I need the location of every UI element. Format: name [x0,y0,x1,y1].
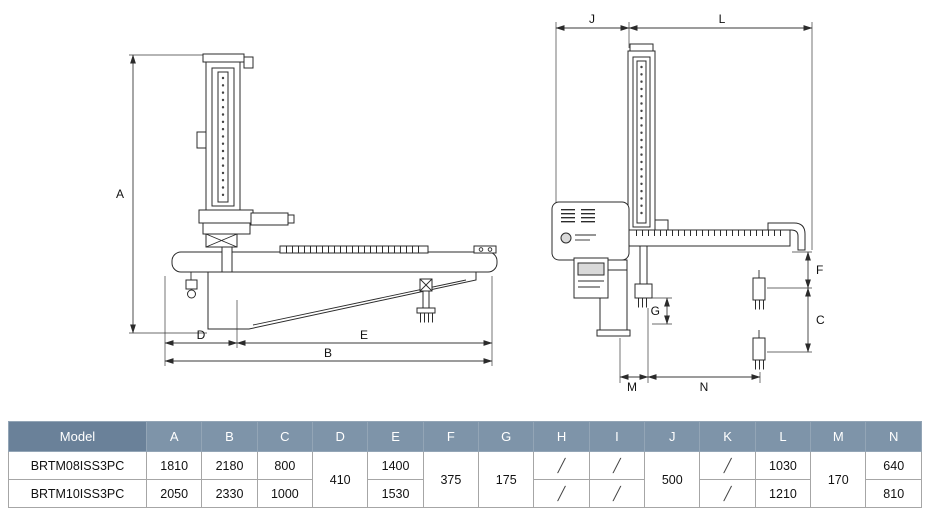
cell-r1-e: 1400 [367,451,424,480]
technical-drawing: A [116,12,825,394]
col-header-h: H [533,421,590,452]
cell-r2-c: 1000 [256,479,314,508]
col-header-g: G [478,421,535,452]
cell-r1-model: BRTM08ISS3PC [8,451,147,480]
cell-r1-k-na: ╱ [699,451,756,480]
dim-line-a: A [116,54,207,334]
col-header-l: L [754,421,812,452]
spec-table-container: Model A B C D E F G H I J K L M N [8,421,922,508]
col-header-f: F [422,421,480,452]
dim-label-e: E [360,328,368,342]
dim-label-b: B [324,346,332,360]
cell-r2-h-na: ╱ [533,479,590,508]
col-header-c: C [256,421,314,452]
cell-merged-g: 175 [478,451,535,508]
left-view: A [116,53,498,366]
cell-merged-m: 170 [810,451,867,508]
dim-label-g: G [651,304,660,318]
cell-r2-e: 1530 [367,479,424,508]
dim-label-n: N [700,380,709,394]
dim-label-c: C [816,313,825,327]
cell-r2-i-na: ╱ [588,479,646,508]
col-header-n: N [865,421,922,452]
dim-label-l: L [719,12,726,26]
cell-r2-k-na: ╱ [699,479,756,508]
cell-r1-a: 1810 [145,451,203,480]
cell-r1-h-na: ╱ [533,451,590,480]
cell-r1-l: 1030 [754,451,812,480]
col-header-model: Model [8,421,147,452]
dim-label-d: D [197,328,206,342]
dim-label-j: J [589,12,595,26]
col-header-d: D [312,421,369,452]
cell-r2-n: 810 [865,479,922,508]
header-row: Model A B C D E F G H I J K L M N [8,421,922,452]
cell-r2-b: 2330 [201,479,258,508]
cell-r1-c: 800 [256,451,314,480]
col-header-m: M [810,421,867,452]
cell-r2-l: 1210 [754,479,812,508]
dim-lines-d-e-b: D E B [164,276,493,366]
dim-label-a: A [116,187,124,201]
cell-merged-f: 375 [422,451,480,508]
right-view: J L [551,12,825,394]
cell-r2-a: 2050 [145,479,203,508]
table-row-2: BRTM10ISS3PC 2050 2330 1000 1530 ╱ ╱ ╱ 1… [8,479,922,508]
col-header-k: K [699,421,756,452]
cell-r1-b: 2180 [201,451,258,480]
cell-r2-model: BRTM10ISS3PC [8,479,147,508]
col-header-e: E [367,421,424,452]
dim-label-m: M [627,380,637,394]
col-header-i: I [588,421,646,452]
col-header-a: A [145,421,203,452]
dim-lines-j-l: J L [555,12,813,250]
table-row-1: BRTM08ISS3PC 1810 2180 800 410 1400 375 … [8,451,922,508]
col-header-j: J [644,421,701,452]
cell-merged-j: 500 [644,451,701,508]
cell-r1-i-na: ╱ [588,451,646,480]
right-robot-drawing [551,43,806,370]
col-header-b: B [201,421,258,452]
dim-lines-m-n: M N [619,308,761,394]
left-robot-drawing [171,53,498,330]
spec-table: Model A B C D E F G H I J K L M N [8,421,922,508]
cell-r1-n: 640 [865,451,922,480]
dim-label-f: F [816,263,823,277]
cell-merged-d: 410 [312,451,369,508]
dim-lines-f-c-g: F C G [651,251,825,353]
